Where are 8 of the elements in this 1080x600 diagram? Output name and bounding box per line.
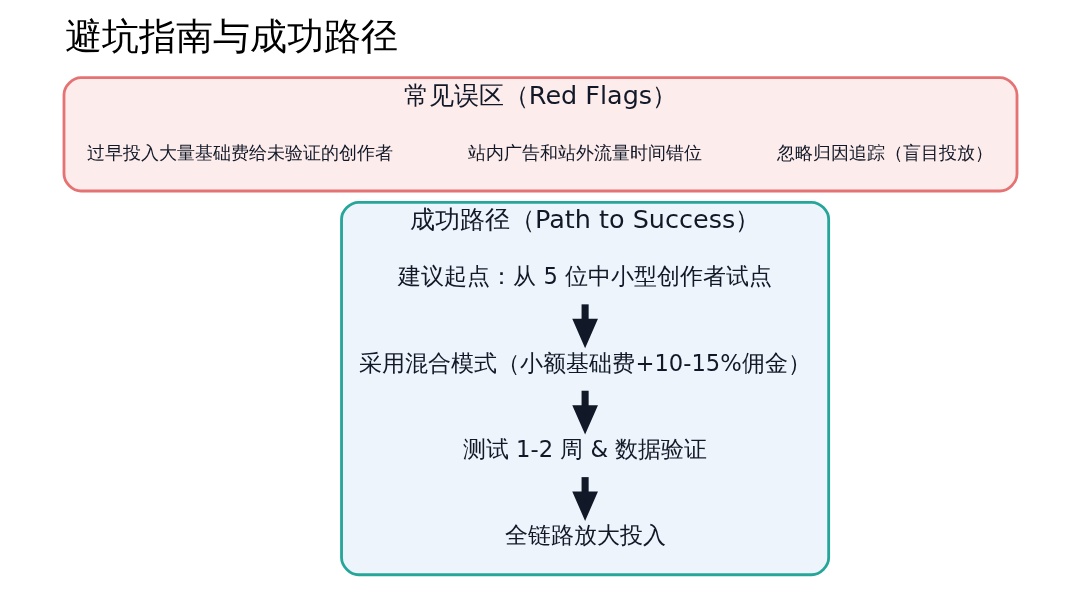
- node-text: 采用混合模式（小额基础费+10-15%佣金）: [358, 349, 811, 376]
- node-text: 测试 1-2 周 & 数据验证: [462, 435, 707, 462]
- node-text: 建议起点：从 5 位中小型创作者试点: [397, 263, 772, 290]
- node-text: 站内广告和站外流量时间错位: [467, 141, 702, 163]
- node-text: 过早投入大量基础费给未验证的创作者: [86, 141, 393, 163]
- node-text: 忽略归因追踪（盲目投放）: [776, 141, 993, 163]
- diagram-title: 避坑指南与成功路径: [64, 15, 398, 59]
- node-text: 全链路放大投入: [504, 522, 666, 549]
